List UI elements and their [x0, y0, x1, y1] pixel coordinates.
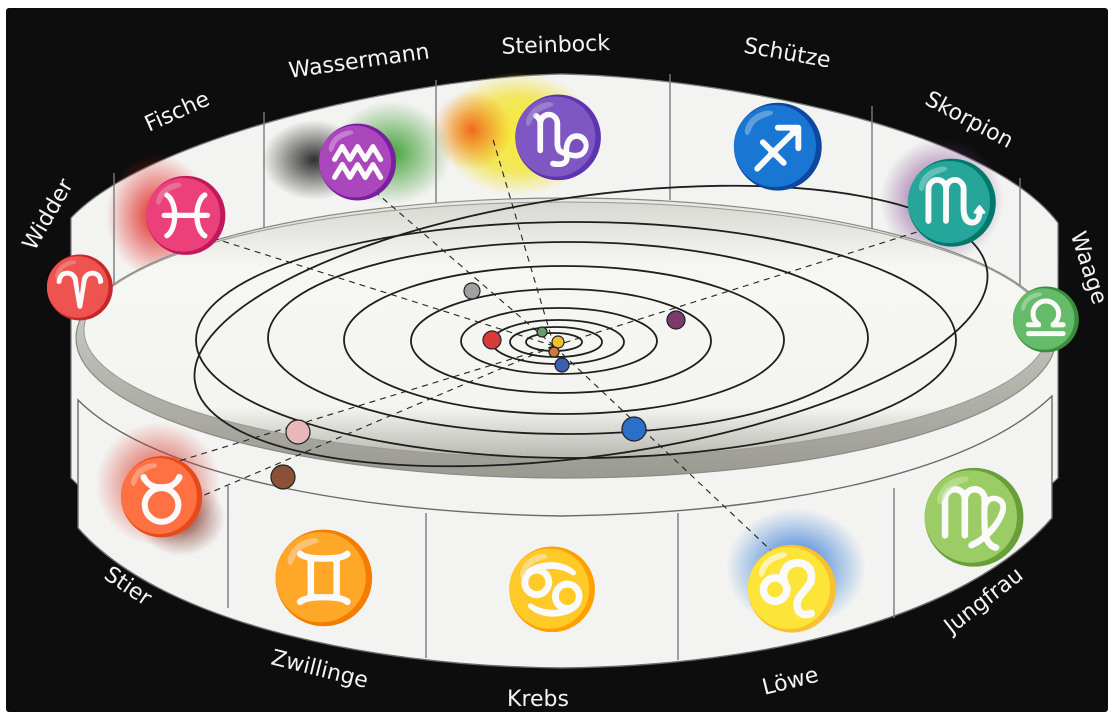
steinbock-glyph-icon: ♑	[509, 93, 606, 183]
planet-mars	[483, 331, 501, 349]
sign-name-zwillinge: Zwillinge	[269, 646, 371, 694]
skorpion-glyph-icon: ♏	[902, 156, 1002, 249]
sign-name-fische: Fische	[141, 87, 213, 138]
stier-glyph-icon: ♉	[116, 454, 208, 540]
planet-neptune	[286, 420, 310, 444]
planet-earth	[555, 358, 569, 372]
zwillinge-glyph-icon: ♊	[269, 526, 379, 629]
planet-mercury	[549, 347, 559, 357]
sign-name-steinbock: Steinbock	[501, 31, 611, 60]
widder-glyph-icon: ♈	[43, 253, 118, 323]
schuetze-glyph-icon: ♐	[728, 100, 828, 193]
wassermann-glyph-icon: ♒	[314, 121, 401, 203]
sign-name-krebs: Krebs	[507, 687, 569, 712]
sign-name-loewe: Löwe	[760, 663, 821, 701]
loewe-glyph-icon: ♌	[742, 542, 842, 635]
sign-name-widder: Widder	[18, 174, 79, 255]
planet-sun	[552, 336, 564, 348]
sign-name-wassermann: Wassermann	[287, 39, 431, 83]
planet-pluto	[271, 465, 295, 489]
planet-uranus	[622, 417, 646, 441]
krebs-glyph-icon: ♋	[503, 545, 600, 635]
sign-name-schuetze: Schütze	[742, 34, 833, 74]
planet-venus	[537, 327, 547, 337]
jungfrau-glyph-icon: ♍	[918, 465, 1030, 570]
planet-jupiter	[464, 283, 480, 299]
fische-glyph-icon: ♓	[141, 173, 231, 257]
waage-glyph-icon: ♎	[1009, 285, 1084, 355]
planet-saturn	[667, 311, 685, 329]
